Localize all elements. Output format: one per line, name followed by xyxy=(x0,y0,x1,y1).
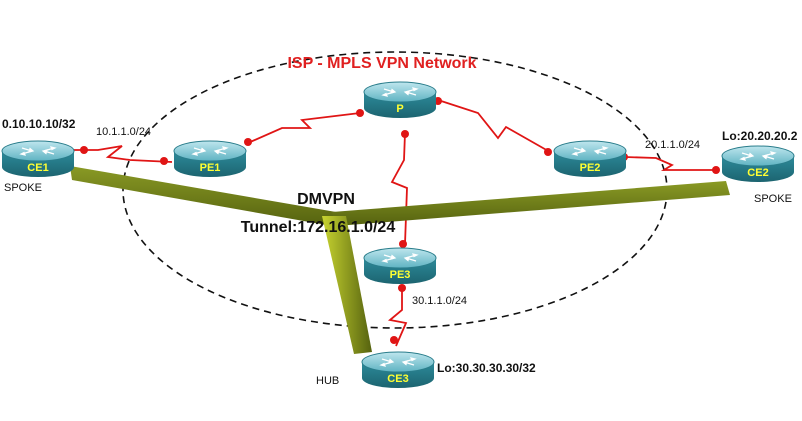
router-pe2[interactable]: PE2 xyxy=(553,140,627,178)
router-pe3[interactable]: PE3 xyxy=(363,247,437,285)
tunnel-segment-ce1 xyxy=(70,166,336,226)
router-p-label: P xyxy=(396,103,403,115)
link-pe3-ce3 xyxy=(387,288,408,347)
router-ce1[interactable]: CE1 xyxy=(1,140,75,178)
router-ce2[interactable]: CE2 xyxy=(721,145,795,183)
dmvpn-tunnel-subnet-label: Tunnel:172.16.1.0/24 xyxy=(241,219,396,236)
serial-links xyxy=(70,99,718,347)
ce3-loopback-label: Lo:30.30.30.30/32 xyxy=(437,361,536,375)
subnet-pe3-ce3-label: 30.1.1.0/24 xyxy=(412,295,467,307)
ce1-role-label: SPOKE xyxy=(4,182,42,194)
link-pe1-p xyxy=(247,112,361,144)
ce2-loopback-label: Lo:20.20.20.2 xyxy=(722,129,798,143)
router-ce3[interactable]: CE3 xyxy=(361,351,435,389)
subnet-ce1-pe1-label: 10.1.1.0/24 xyxy=(96,126,151,138)
tunnel-segment-ce3 xyxy=(322,216,372,354)
dmvpn-label: DMVPN xyxy=(297,191,355,208)
router-ce1-label: CE1 xyxy=(27,162,48,174)
router-pe3-label: PE3 xyxy=(390,269,411,281)
link-pe2-ce2 xyxy=(624,156,718,171)
link-p-pe2 xyxy=(437,99,551,153)
ce2-role-label: SPOKE xyxy=(754,193,792,205)
link-ce1-pe1 xyxy=(70,145,173,163)
router-p[interactable]: P xyxy=(363,81,437,119)
diagram-title: ISP - MPLS VPN Network xyxy=(287,55,476,72)
router-ce2-label: CE2 xyxy=(747,167,768,179)
router-pe1-label: PE1 xyxy=(200,162,221,174)
router-pe1[interactable]: PE1 xyxy=(173,140,247,178)
dmvpn-tunnel xyxy=(70,166,730,354)
ce1-loopback-label: 0.10.10.10/32 xyxy=(2,117,76,131)
ce3-role-label: HUB xyxy=(316,375,339,387)
tunnel-segment-ce2 xyxy=(332,181,730,226)
subnet-pe2-ce2-label: 20.1.1.0/24 xyxy=(645,139,700,151)
router-ce3-label: CE3 xyxy=(387,373,408,385)
router-pe2-label: PE2 xyxy=(580,162,601,174)
